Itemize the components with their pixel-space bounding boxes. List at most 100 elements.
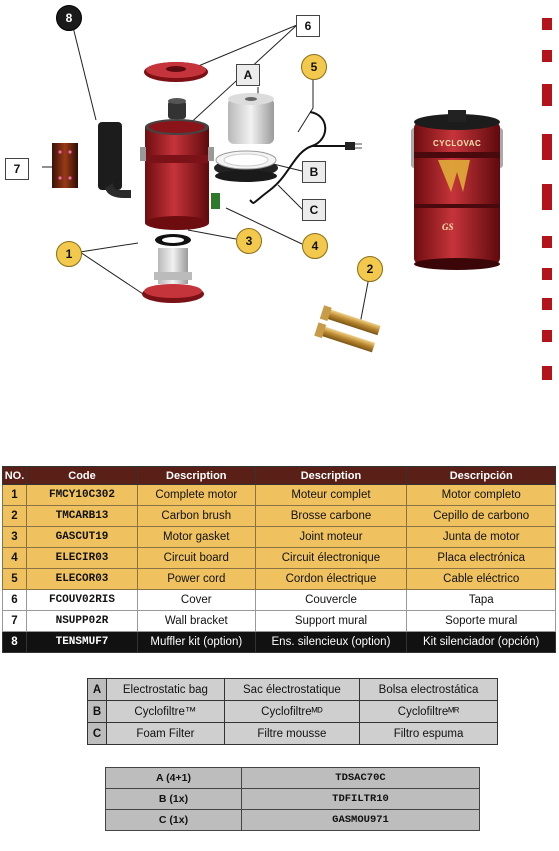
row-description-fr: Support mural bbox=[254, 610, 408, 632]
row-description-es: Soporte mural bbox=[406, 610, 556, 632]
side-tab bbox=[542, 236, 552, 248]
row-no: 6 bbox=[2, 589, 27, 611]
table-row: C (1x) GASMOU971 bbox=[105, 809, 480, 831]
callout-2: 2 bbox=[357, 256, 383, 282]
table-row: C Foam Filter Filtre mousse Filtro espum… bbox=[87, 722, 498, 745]
side-tab bbox=[542, 18, 552, 30]
row-description-fr: Couvercle bbox=[254, 589, 408, 611]
product-model: GS bbox=[442, 222, 454, 232]
side-tab bbox=[542, 268, 552, 280]
row-code: TENSMUF7 bbox=[26, 631, 138, 653]
col-code: Code bbox=[26, 466, 138, 485]
filter-letter: B bbox=[87, 700, 107, 723]
product-brand: CYCLOVAC bbox=[433, 139, 482, 148]
ref-code: TDFILTR10 bbox=[241, 788, 480, 810]
filter-en: Cyclofiltre™ bbox=[106, 700, 225, 723]
callout-7: 7 bbox=[5, 158, 29, 180]
filter-letter: C bbox=[87, 722, 107, 745]
filter-es: Cyclofiltreᴹᴿ bbox=[359, 700, 498, 723]
row-description-es: Cable eléctrico bbox=[406, 568, 556, 590]
table-row: 2 TMCARB13 Carbon brush Brosse carbone C… bbox=[2, 505, 556, 527]
row-no: 4 bbox=[2, 547, 27, 569]
row-code: ELECIR03 bbox=[26, 547, 138, 569]
col-no: NO. bbox=[2, 466, 27, 485]
filter-letter: A bbox=[87, 678, 107, 701]
table-row: A (4+1) TDSAC70C bbox=[105, 767, 480, 789]
row-description-es: Junta de motor bbox=[406, 526, 556, 548]
filter-table: A Electrostatic bag Sac électrostatique … bbox=[87, 678, 498, 745]
row-description-en: Wall bracket bbox=[137, 610, 256, 632]
filter-fr: Sac électrostatique bbox=[223, 678, 361, 701]
table-row: A Electrostatic bag Sac électrostatique … bbox=[87, 678, 498, 701]
row-description-en: Carbon brush bbox=[137, 505, 256, 527]
row-no: 1 bbox=[2, 484, 27, 506]
row-no: 7 bbox=[2, 610, 27, 632]
filter-fr: Filtre mousse bbox=[223, 722, 361, 745]
filter-en: Electrostatic bag bbox=[106, 678, 225, 701]
row-description-en: Muffler kit (option) bbox=[137, 631, 256, 653]
row-code: FCOUV02RIS bbox=[26, 589, 138, 611]
row-description-fr: Moteur complet bbox=[254, 484, 408, 506]
row-description-fr: Circuit électronique bbox=[254, 547, 408, 569]
table-row: 5 ELECOR03 Power cord Cordon électrique … bbox=[2, 568, 556, 590]
filter-es: Bolsa electrostática bbox=[359, 678, 498, 701]
product-photo bbox=[411, 110, 503, 270]
row-description-en: Cover bbox=[137, 589, 256, 611]
table-row: 8 TENSMUF7 Muffler kit (option) Ens. sil… bbox=[2, 631, 556, 653]
callout-1: 1 bbox=[56, 241, 82, 267]
row-description-fr: Brosse carbone bbox=[254, 505, 408, 527]
ref-qty: C (1x) bbox=[105, 809, 242, 831]
ref-code: TDSAC70C bbox=[241, 767, 480, 789]
row-no: 8 bbox=[2, 631, 27, 653]
row-description-es: Motor completo bbox=[406, 484, 556, 506]
row-code: NSUPP02R bbox=[26, 610, 138, 632]
col-description-fr: Description bbox=[254, 466, 408, 485]
row-description-es: Tapa bbox=[406, 589, 556, 611]
side-tab bbox=[542, 134, 552, 160]
ref-qty: B (1x) bbox=[105, 788, 242, 810]
table-row: 7 NSUPP02R Wall bracket Support mural So… bbox=[2, 610, 556, 632]
parts-table-header: NO. Code Description Description Descrip… bbox=[2, 466, 556, 485]
side-tab bbox=[542, 330, 552, 342]
table-row: 4 ELECIR03 Circuit board Circuit électro… bbox=[2, 547, 556, 569]
row-description-es: Placa electrónica bbox=[406, 547, 556, 569]
filter-es: Filtro espuma bbox=[359, 722, 498, 745]
row-description-fr: Joint moteur bbox=[254, 526, 408, 548]
row-description-en: Motor gasket bbox=[137, 526, 256, 548]
callout-6: 6 bbox=[296, 15, 320, 37]
filter-en: Foam Filter bbox=[106, 722, 225, 745]
row-code: FMCY10C302 bbox=[26, 484, 138, 506]
row-description-en: Circuit board bbox=[137, 547, 256, 569]
callout-a: A bbox=[236, 64, 260, 86]
row-code: ELECOR03 bbox=[26, 568, 138, 590]
table-row: 6 FCOUV02RIS Cover Couvercle Tapa bbox=[2, 589, 556, 611]
ref-code: GASMOU971 bbox=[241, 809, 480, 831]
parts-table: NO. Code Description Description Descrip… bbox=[2, 466, 556, 653]
filter-fr: Cyclofiltreᴹᴰ bbox=[223, 700, 361, 723]
table-row: B Cyclofiltre™ Cyclofiltreᴹᴰ Cyclofiltre… bbox=[87, 700, 498, 723]
row-description-en: Complete motor bbox=[137, 484, 256, 506]
row-description-es: Cepillo de carbono bbox=[406, 505, 556, 527]
ref-qty: A (4+1) bbox=[105, 767, 242, 789]
callout-8: 8 bbox=[56, 5, 82, 31]
row-description-en: Power cord bbox=[137, 568, 256, 590]
col-description-es: Descripción bbox=[406, 466, 556, 485]
row-description-fr: Ens. silencieux (option) bbox=[254, 631, 408, 653]
row-description-es: Kit silenciador (opción) bbox=[406, 631, 556, 653]
table-row: B (1x) TDFILTR10 bbox=[105, 788, 480, 810]
callout-5: 5 bbox=[301, 54, 327, 80]
side-tab bbox=[542, 366, 552, 380]
row-no: 2 bbox=[2, 505, 27, 527]
exploded-diagram bbox=[42, 24, 503, 353]
side-tab bbox=[542, 84, 552, 106]
row-code: GASCUT19 bbox=[26, 526, 138, 548]
row-no: 5 bbox=[2, 568, 27, 590]
row-description-fr: Cordon électrique bbox=[254, 568, 408, 590]
reference-table: A (4+1) TDSAC70C B (1x) TDFILTR10 C (1x)… bbox=[105, 767, 480, 831]
col-description-en: Description bbox=[137, 466, 256, 485]
table-row: 3 GASCUT19 Motor gasket Joint moteur Jun… bbox=[2, 526, 556, 548]
row-code: TMCARB13 bbox=[26, 505, 138, 527]
row-no: 3 bbox=[2, 526, 27, 548]
side-tab bbox=[542, 184, 552, 210]
callout-c: C bbox=[302, 199, 326, 221]
